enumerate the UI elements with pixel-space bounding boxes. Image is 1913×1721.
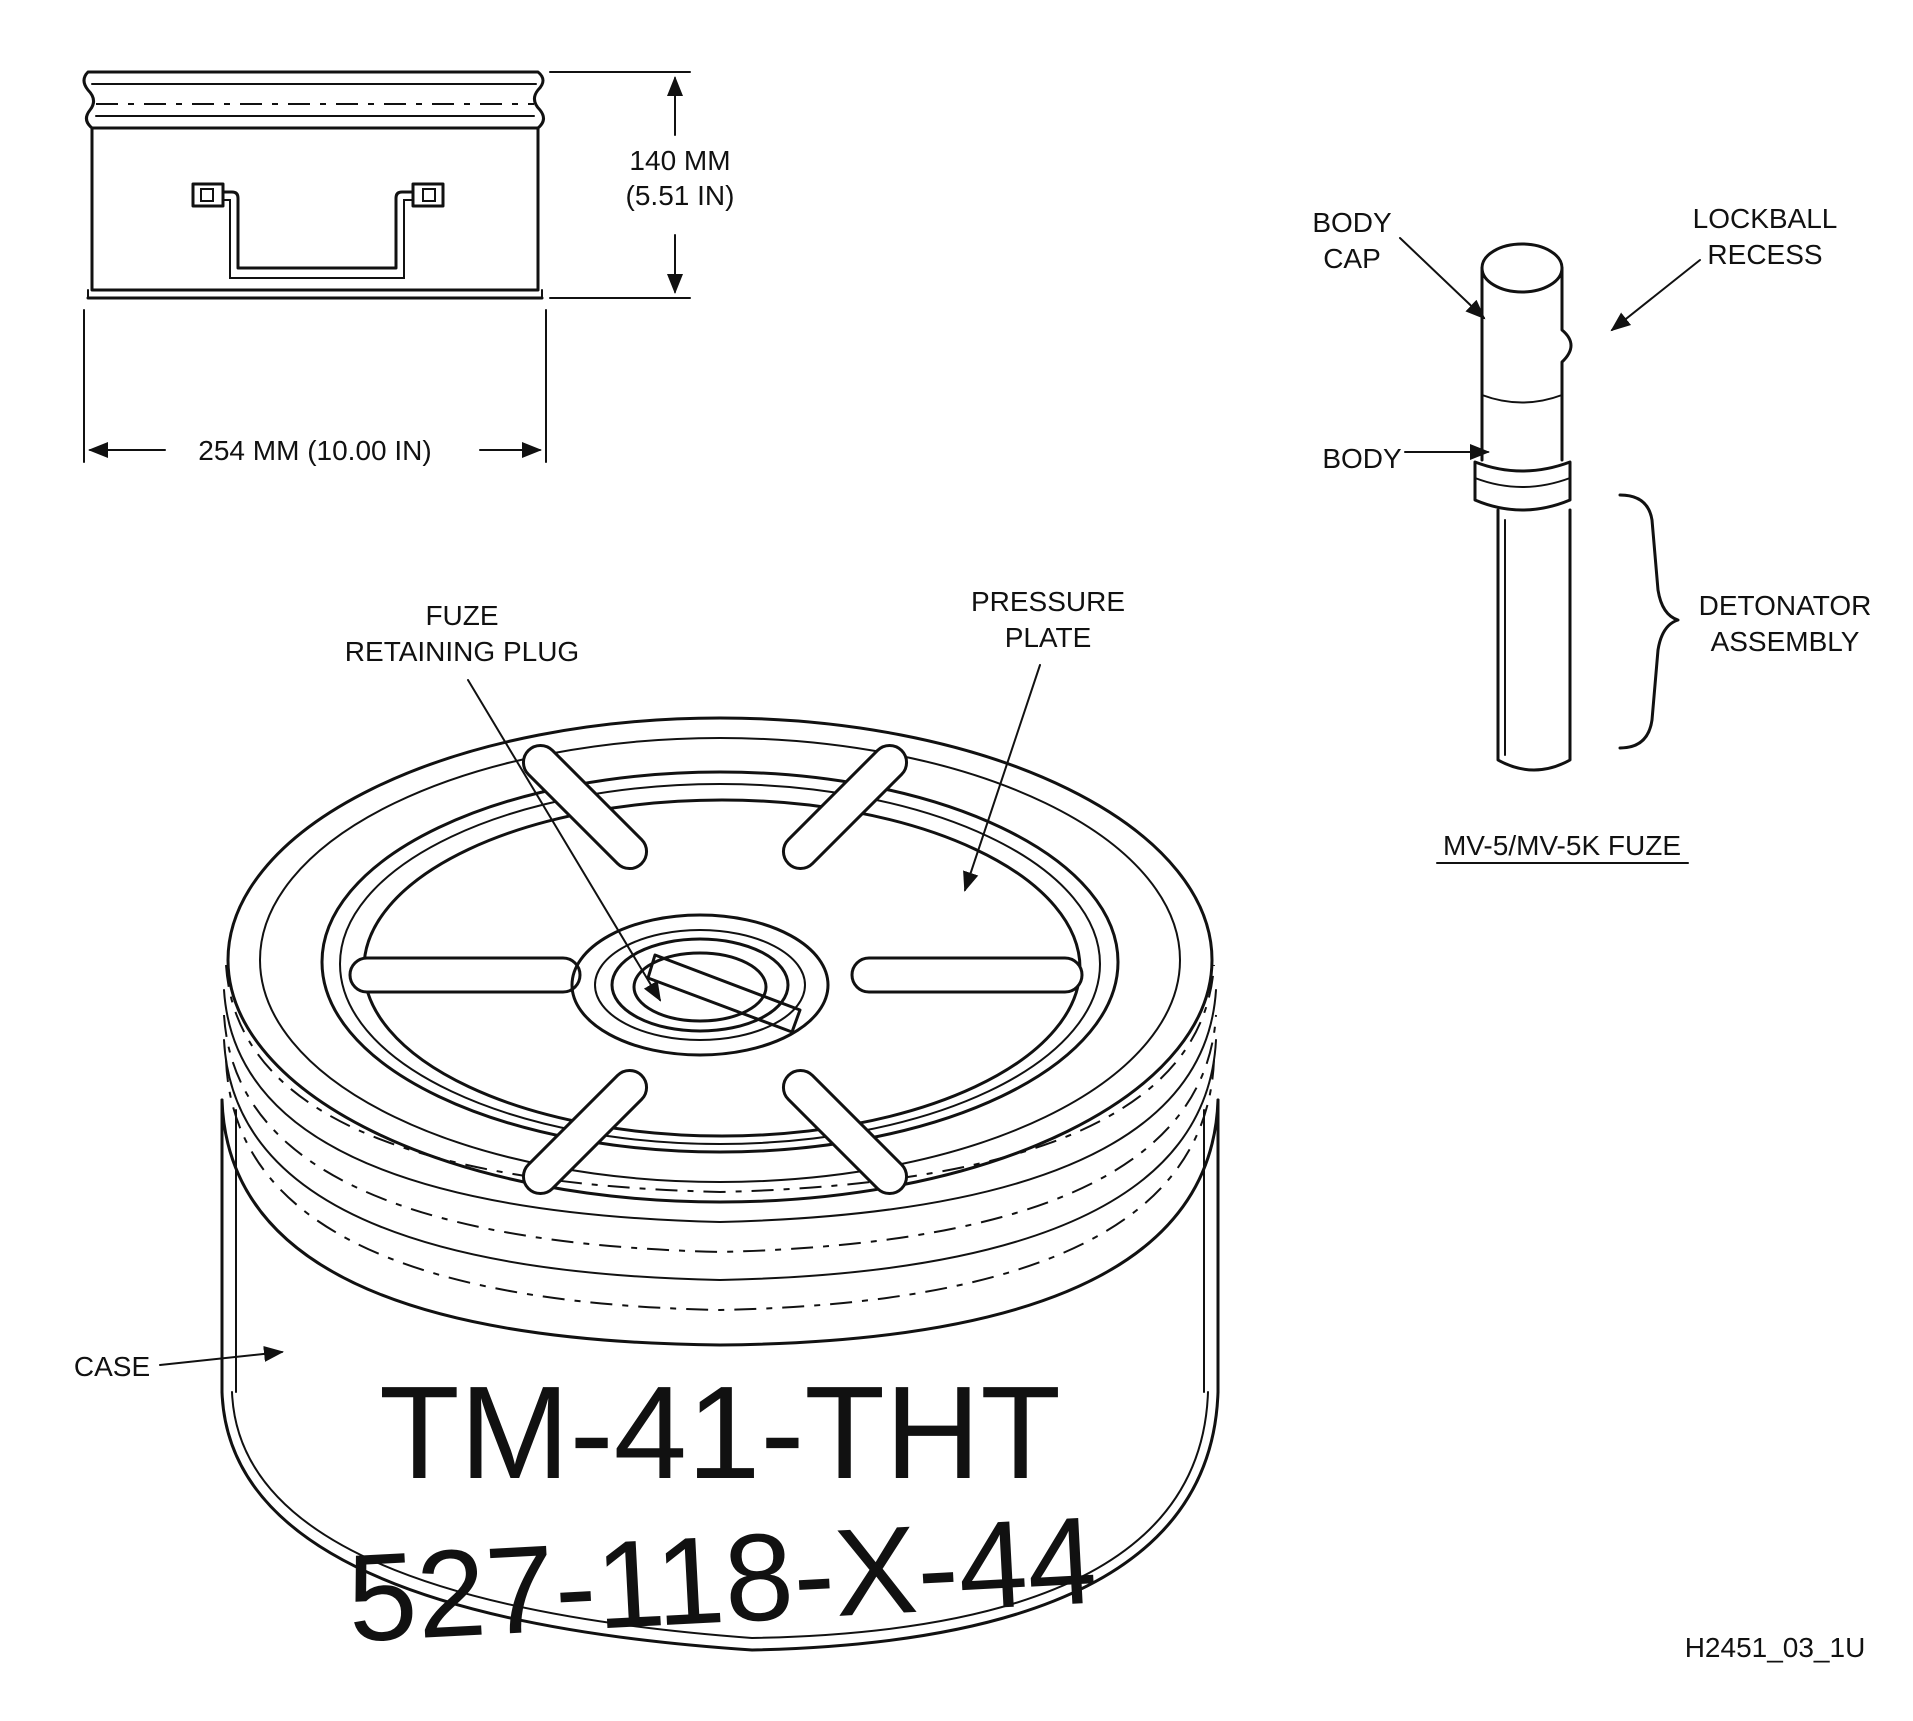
case-marking-line1: TM-41-THT — [379, 1359, 1061, 1506]
handle-icon — [191, 182, 445, 279]
mine-drawing: FUZE RETAINING PLUG PRESSURE PLATE CASE … — [74, 586, 1220, 1669]
mine-case — [220, 1390, 1220, 1652]
fuze-retaining-plug — [632, 951, 768, 1023]
case-marking-line2: 527-118-X-44 — [344, 1491, 1099, 1668]
lockball-label-2: RECESS — [1707, 239, 1822, 270]
detonator-tube — [1496, 508, 1572, 772]
width-dimension: 254 MM (10.00 IN) — [83, 309, 547, 466]
figure-id: H2451_03_1U — [1685, 1632, 1866, 1663]
side-view: 140 MM (5.51 IN) 254 MM (10.00 IN) — [82, 70, 735, 466]
case-leader — [159, 1345, 284, 1366]
detonator-label-2: ASSEMBLY — [1711, 626, 1860, 657]
fuze-well — [570, 913, 830, 1057]
fuze-body — [1480, 398, 1564, 462]
side-view-body — [90, 126, 540, 292]
pressure-label-2: PLATE — [1005, 622, 1092, 653]
lockball-leader — [1610, 259, 1701, 332]
body-cap-leader — [1399, 237, 1486, 320]
pressure-plate-leader — [963, 664, 1041, 892]
case-label: CASE — [74, 1351, 150, 1382]
fuze-plug-label-1: FUZE — [425, 600, 498, 631]
fuze-collar — [1473, 460, 1572, 512]
body-label: BODY — [1322, 443, 1402, 474]
fuze-title: MV-5/MV-5K FUZE — [1443, 830, 1681, 861]
fuze-plug-leader — [467, 679, 662, 1002]
detonator-label-1: DETONATOR — [1699, 590, 1872, 621]
side-view-rim — [82, 70, 545, 130]
height-label-mm: 140 MM — [629, 145, 730, 176]
body-cap — [1480, 266, 1573, 402]
detonator-brace — [1618, 493, 1680, 750]
height-label-in: (5.51 IN) — [626, 180, 735, 211]
fuze-plug-label-2: RETAINING PLUG — [345, 636, 579, 667]
width-label: 254 MM (10.00 IN) — [198, 435, 431, 466]
height-dimension: 140 MM (5.51 IN) — [549, 71, 735, 299]
case-ring-lower — [220, 1098, 1220, 1347]
body-cap-label-1: BODY — [1312, 207, 1392, 238]
pressure-label-1: PRESSURE — [971, 586, 1125, 617]
fuze-drawing: BODY CAP LOCKBALL RECESS BODY DETONATOR … — [1312, 203, 1872, 864]
body-cap-label-2: CAP — [1323, 243, 1381, 274]
mine-top-rim — [226, 716, 1214, 1204]
lockball-label-1: LOCKBALL — [1693, 203, 1838, 234]
